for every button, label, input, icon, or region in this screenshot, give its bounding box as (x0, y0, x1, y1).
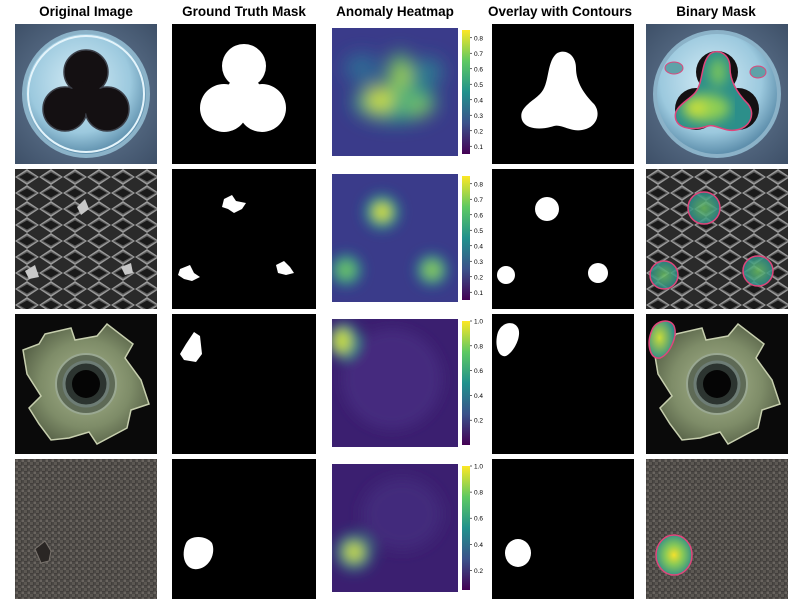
row1-colorbar: 0.8 0.7 0.6 0.5 0.4 0.3 0.2 0.1 (462, 28, 492, 156)
colorbar-tick-label: 0.4 (474, 393, 483, 400)
row1-original-image (15, 24, 157, 164)
colorbar-tick-label: 0.8 (474, 35, 483, 42)
colorbar-gradient (462, 321, 470, 445)
colorbar-tick-label: 0.4 (474, 542, 483, 549)
colorbar-tick-label: 0.3 (474, 259, 483, 266)
colorbar-tick-label: 0.2 (474, 568, 483, 575)
row2-binary-mask (646, 169, 788, 309)
row2-colorbar: 0.8 0.7 0.6 0.5 0.4 0.3 0.2 0.1 (462, 174, 492, 302)
colorbar-tick-label: 0.6 (474, 368, 483, 375)
header-anomaly-heatmap: Anomaly Heatmap (336, 4, 454, 19)
colorbar-tick-label: 0.7 (474, 197, 483, 204)
row1-overlay-contours (492, 24, 634, 164)
colorbar-tick-label: 0.4 (474, 243, 483, 250)
colorbar-tick-label: 0.8 (474, 181, 483, 188)
row1-anomaly-heatmap (332, 28, 458, 156)
row1-binary-mask (646, 24, 788, 164)
colorbar-tick-label: 0.6 (474, 66, 483, 73)
row4-original-image (15, 459, 157, 599)
colorbar-tick-label: 0.1 (474, 290, 483, 297)
row2-original-image (15, 169, 157, 309)
row3-original-image (15, 314, 157, 454)
row2-colorbar-svg: 0.8 0.7 0.6 0.5 0.4 0.3 0.2 0.1 (462, 176, 483, 300)
colorbar-tick-label: 0.7 (474, 51, 483, 58)
row4-anomaly-heatmap (332, 464, 458, 592)
colorbar-gradient (462, 30, 470, 154)
colorbar-tick-label: 0.2 (474, 418, 483, 425)
colorbar-tick-label: 0.1 (474, 144, 483, 151)
colorbar-tick-label: 0.3 (474, 113, 483, 120)
row3-anomaly-heatmap (332, 319, 458, 447)
header-original-image: Original Image (39, 4, 133, 19)
row4-binary-mask (646, 459, 788, 599)
colorbar-tick-label: 0.8 (474, 490, 483, 497)
colorbar-tick-label: 0.4 (474, 97, 483, 104)
colorbar-tick-label: 1.0 (474, 464, 483, 471)
row4-colorbar-svg: 1.0 0.8 0.6 0.4 0.2 (462, 464, 483, 590)
colorbar-tick-label: 0.2 (474, 274, 483, 281)
row4-ground-truth-mask (172, 459, 316, 599)
colorbar-tick-label: 0.5 (474, 82, 483, 89)
row2-overlay-contours (492, 169, 634, 309)
row4-colorbar: 1.0 0.8 0.6 0.4 0.2 (462, 464, 492, 592)
row3-colorbar-svg: 1.0 0.8 0.6 0.4 0.2 (462, 319, 483, 445)
header-binary-mask: Binary Mask (676, 4, 756, 19)
row3-overlay-contours (492, 314, 634, 454)
row3-ground-truth-mask (172, 314, 316, 454)
colorbar-tick-label: 0.6 (474, 516, 483, 523)
row2-ground-truth-mask (172, 169, 316, 309)
row4-overlay-contours (492, 459, 634, 599)
colorbar-tick-label: 0.8 (474, 343, 483, 350)
row1-ground-truth-mask (172, 24, 316, 164)
header-overlay-contours: Overlay with Contours (487, 4, 633, 19)
colorbar-tick-label: 0.6 (474, 212, 483, 219)
header-ground-truth-mask: Ground Truth Mask (182, 4, 306, 19)
row3-binary-mask (646, 314, 788, 454)
colorbar-tick-label: 0.2 (474, 128, 483, 135)
colorbar-gradient (462, 466, 470, 590)
colorbar-tick-label: 0.5 (474, 228, 483, 235)
colorbar-tick-label: 1.0 (474, 319, 483, 326)
row3-colorbar: 1.0 0.8 0.6 0.4 0.2 (462, 319, 492, 447)
colorbar-gradient (462, 176, 470, 300)
row1-colorbar-svg: 0.8 0.7 0.6 0.5 0.4 0.3 0.2 0.1 (462, 30, 483, 154)
row2-anomaly-heatmap (332, 174, 458, 302)
